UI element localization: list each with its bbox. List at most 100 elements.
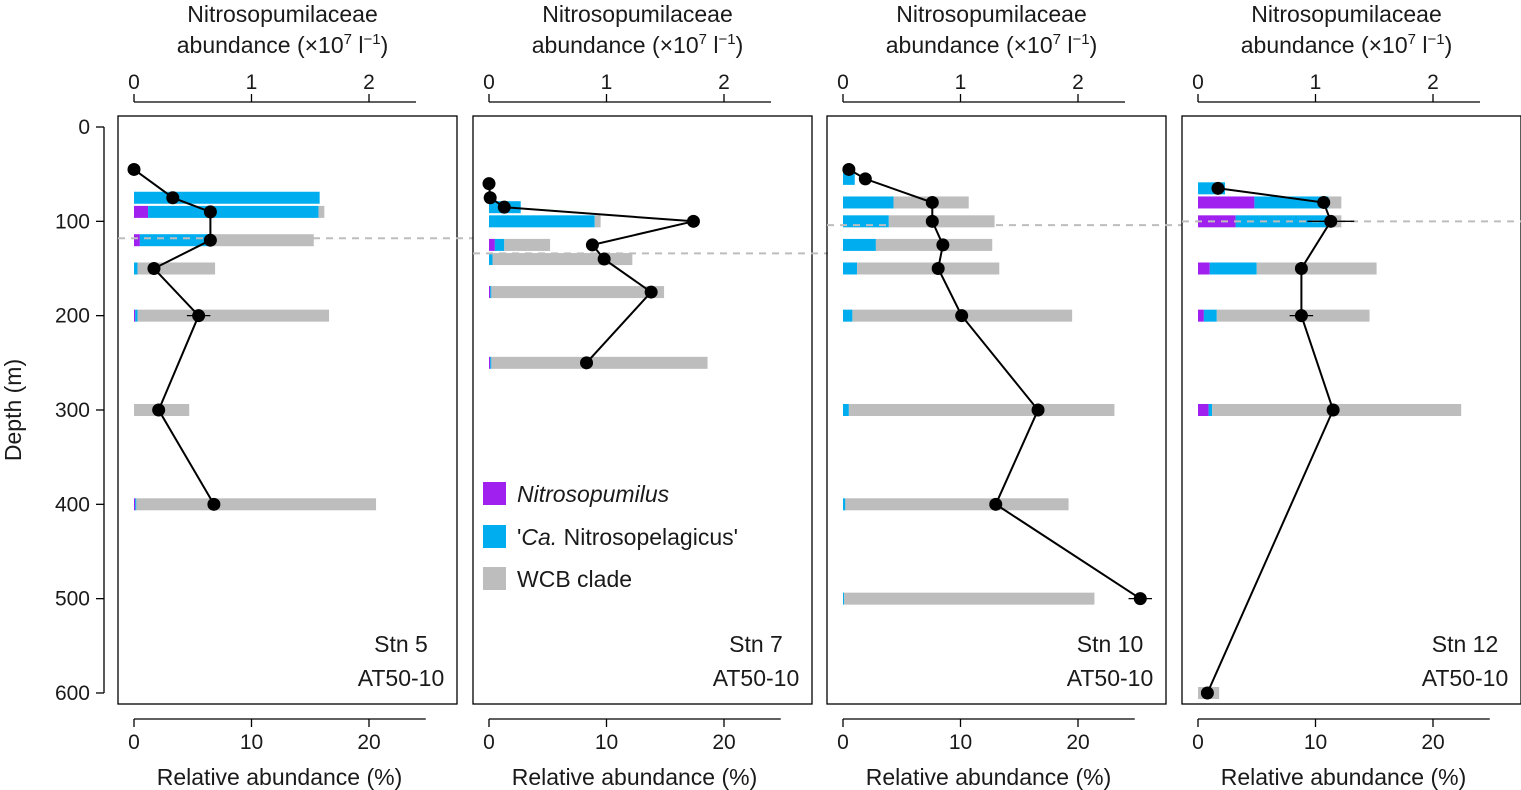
- station-label: Stn 7: [729, 631, 783, 657]
- abundance-point-75: [166, 191, 180, 205]
- top-axis-title-line2: abundance (×107 l−1): [177, 31, 389, 58]
- top-axis-title-line1: Nitrosopumilaceae: [896, 1, 1086, 27]
- abundance-point-80: [1317, 195, 1331, 209]
- top-axis-title-unit-exponent: −1: [718, 31, 735, 48]
- station-label: Stn 5: [374, 631, 428, 657]
- top-axis-title-unit: l: [1061, 32, 1073, 58]
- legend-suffix: Nitrosopelagicus': [557, 524, 738, 550]
- abundance-point-200: [192, 309, 206, 323]
- abundance-point-600: [1200, 686, 1214, 700]
- top-axis-title-unit: l: [1416, 32, 1428, 58]
- top-axis-title-unit-exponent: −1: [363, 31, 380, 48]
- bar-nitrosopelagicus-150: [134, 262, 138, 275]
- depth-tick-label: 200: [55, 305, 90, 328]
- abundance-point-100: [686, 214, 700, 228]
- abundance-point-200: [1294, 309, 1308, 323]
- bar-nitrosopelagicus-100: [489, 215, 595, 228]
- bar-wcb-120: [212, 234, 314, 247]
- cruise-label: AT50-10: [1422, 665, 1509, 691]
- top-tick-label: 2: [363, 71, 375, 94]
- top-axis-title-text: abundance (×10: [532, 32, 699, 58]
- bar-wcb-125: [875, 238, 993, 251]
- bar-nitrosopumilus-300: [1198, 403, 1209, 416]
- bar-nitrosopelagicus-175: [490, 286, 492, 299]
- top-tick-label: 0: [128, 71, 140, 94]
- legend-prefix: ': [517, 524, 521, 550]
- bar-nitrosopelagicus-300: [843, 403, 849, 416]
- depth-tick-label: 500: [55, 588, 90, 611]
- bar-nitrosopumilus-400: [134, 498, 136, 511]
- abundance-point-45: [842, 162, 856, 176]
- legend-italic: Nitrosopumilus: [517, 481, 670, 507]
- bar-nitrosopelagicus-200: [843, 309, 853, 322]
- bar-nitrosopelagicus-55: [843, 172, 855, 185]
- bar-wcb-500: [844, 592, 1095, 605]
- bottom-tick-label: 0: [1192, 731, 1204, 754]
- abundance-point-140: [597, 252, 611, 266]
- bar-nitrosopumilus-100: [1198, 215, 1236, 228]
- bar-nitrosopelagicus-200: [1203, 309, 1217, 322]
- top-tick-label: 0: [1192, 71, 1204, 94]
- bottom-tick-label: 10: [595, 731, 618, 754]
- abundance-point-150: [1294, 261, 1308, 275]
- top-axis-title-exponent: 7: [1053, 31, 1061, 48]
- bar-nitrosopelagicus-200: [135, 309, 138, 322]
- abundance-point-100: [925, 214, 939, 228]
- top-axis-title-text: abundance (×10: [886, 32, 1053, 58]
- abundance-point-45: [127, 162, 141, 176]
- bottom-tick-label: 0: [837, 731, 849, 754]
- abundance-point-300: [1031, 403, 1045, 417]
- bar-nitrosopumilus-175: [489, 286, 491, 299]
- abundance-point-65: [1211, 181, 1225, 195]
- top-axis-title-exponent: 7: [344, 31, 352, 48]
- legend-italic: Ca.: [521, 524, 557, 550]
- top-axis-title-close: ): [736, 32, 744, 58]
- bar-nitrosopelagicus-120: [139, 234, 213, 247]
- panel-frame: [1181, 115, 1521, 705]
- bar-wcb-80: [1328, 196, 1342, 209]
- legend-swatch-2: [483, 525, 506, 548]
- bar-nitrosopumilus-250: [489, 356, 491, 369]
- bar-wcb-200: [137, 309, 330, 322]
- depth-tick-label: 0: [78, 116, 90, 139]
- bar-nitrosopumilus-200: [134, 309, 136, 322]
- top-axis-title-unit: l: [352, 32, 364, 58]
- bar-nitrosopelagicus-75: [134, 191, 320, 204]
- depth-axis-title: Depth (m): [0, 359, 26, 461]
- abundance-point-85: [497, 200, 511, 214]
- abundance-point-125: [936, 238, 950, 252]
- bottom-tick-label: 20: [357, 731, 380, 754]
- bottom-tick-label: 10: [240, 731, 263, 754]
- top-tick-label: 1: [955, 71, 967, 94]
- bottom-axis-title: Relative abundance (%): [157, 764, 402, 790]
- bottom-tick-label: 10: [1304, 731, 1327, 754]
- bar-nitrosopelagicus-150: [1209, 262, 1257, 275]
- bar-nitrosopumilus-80: [1198, 196, 1255, 209]
- top-tick-label: 2: [1427, 71, 1439, 94]
- abundance-point-150: [147, 261, 161, 275]
- bottom-tick-label: 20: [712, 731, 735, 754]
- abundance-point-120: [203, 233, 217, 247]
- legend-swatch-3: [483, 567, 506, 590]
- bar-nitrosopumilus-150: [1198, 262, 1210, 275]
- top-axis-title-close: ): [1445, 32, 1453, 58]
- top-axis-title-close: ): [381, 32, 389, 58]
- abundance-point-60: [482, 177, 496, 191]
- abundance-point-175: [644, 285, 658, 299]
- bar-wcb-150: [1256, 262, 1377, 275]
- panel-frame: [117, 115, 458, 705]
- top-axis-title-line1: Nitrosopumilaceae: [187, 1, 377, 27]
- top-axis-title-unit-exponent: −1: [1427, 31, 1444, 48]
- bar-wcb-140: [492, 253, 633, 266]
- bar-wcb-400: [136, 498, 377, 511]
- top-axis-title-unit-exponent: −1: [1072, 31, 1089, 48]
- bottom-tick-label: 0: [483, 731, 495, 754]
- bar-nitrosopelagicus-500: [843, 592, 845, 605]
- bottom-tick-label: 10: [949, 731, 972, 754]
- bar-wcb-175: [491, 286, 665, 299]
- bottom-tick-label: 20: [1421, 731, 1444, 754]
- bar-nitrosopelagicus-80: [1254, 196, 1329, 209]
- top-axis-title-exponent: 7: [699, 31, 707, 48]
